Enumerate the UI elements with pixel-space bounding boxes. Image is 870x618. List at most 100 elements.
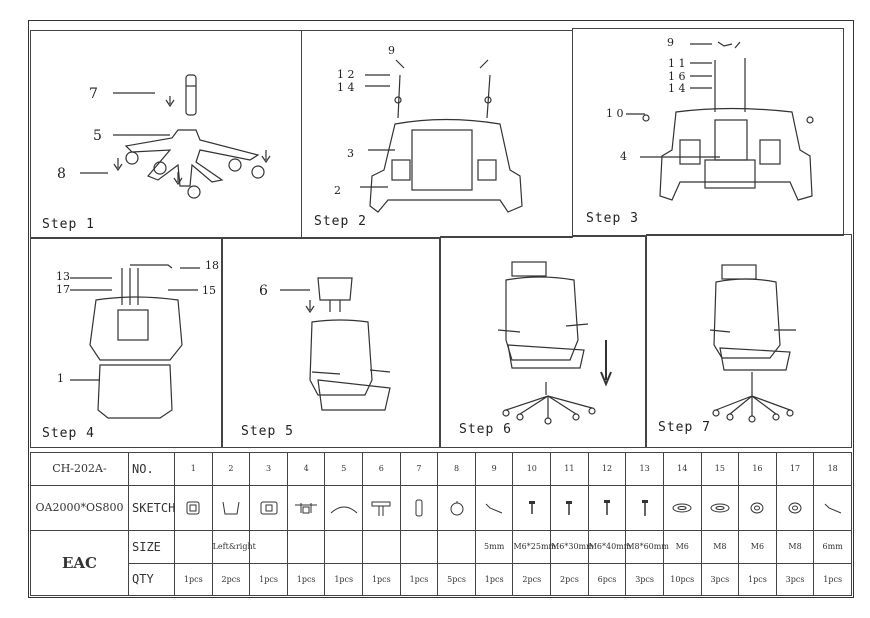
- part-size-13: M8*60mm: [625, 530, 669, 564]
- part-qty-10: 2pcs: [512, 562, 552, 596]
- part-qty-12: 6pcs: [587, 562, 627, 596]
- callout-18: 18: [205, 259, 219, 272]
- callout-16: 1 6: [668, 70, 686, 83]
- mechanism-sketch-icon: [249, 484, 288, 531]
- part-size-18: 6mm: [813, 530, 852, 564]
- seat-sketch-icon: [174, 484, 213, 531]
- lock-washer-sketch-icon: [738, 484, 777, 531]
- part-qty-1: 1pcs: [174, 562, 213, 596]
- callout-11: 1 1: [668, 57, 686, 70]
- part-size-1: [174, 530, 213, 564]
- row-label-qty: QTY: [128, 562, 175, 596]
- assembly-drawings: [70, 41, 814, 425]
- part-qty-6: 1pcs: [362, 562, 401, 596]
- part-no-1: 1: [174, 452, 213, 486]
- part-qty-7: 1pcs: [399, 562, 439, 596]
- part-qty-4: 1pcs: [286, 562, 326, 596]
- part-qty-15: 3pcs: [700, 562, 740, 596]
- part-no-3: 3: [249, 452, 288, 486]
- part-qty-16: 1pcs: [738, 562, 777, 596]
- callout-5: 5: [93, 128, 102, 144]
- part-qty-11: 2pcs: [550, 562, 589, 596]
- model-code-1: CH-202A-: [30, 452, 129, 486]
- callout-10: 1 0: [606, 107, 624, 120]
- step-3-panel: [572, 28, 844, 236]
- step-4-label: Step 4: [42, 426, 95, 441]
- callout-14b: 1 4: [668, 82, 686, 95]
- part-size-10: M6*25mm: [512, 530, 556, 564]
- part-no-9: 9: [474, 452, 514, 486]
- part-qty-5: 1pcs: [324, 562, 364, 596]
- part-size-2: Left&right: [211, 530, 256, 564]
- model-code-2: OA2000*OS800: [30, 484, 129, 531]
- step-3-chair-bottom-drawing: [626, 41, 814, 201]
- part-size-4: [286, 530, 326, 564]
- parts-row-qty: QTY 1pcs 2pcs 1pcs 1pcs 1pcs 1pcs 1pcs 5…: [31, 562, 852, 596]
- part-no-2: 2: [211, 452, 251, 486]
- step-1-base-drawing: [80, 74, 271, 199]
- part-size-9: 5mm: [474, 530, 514, 564]
- step-6-chair-drawing: [497, 261, 612, 425]
- screw-sketch-icon: [587, 484, 627, 531]
- part-size-11: M6*30mm: [550, 530, 594, 564]
- step-6-label: Step 6: [459, 422, 512, 437]
- allen-key-sketch-icon: [474, 484, 514, 531]
- part-qty-9: 1pcs: [474, 562, 514, 596]
- callout-14: 1 4: [337, 81, 355, 94]
- callout-4: 4: [620, 150, 627, 163]
- headrest-sketch-icon: [362, 484, 401, 531]
- part-size-7: [399, 530, 439, 564]
- part-no-6: 6: [362, 452, 401, 486]
- step-4-panel: [30, 238, 222, 448]
- step-7-chair-drawing: [709, 264, 796, 423]
- part-no-8: 8: [437, 452, 476, 486]
- callout-1: 1: [57, 372, 64, 385]
- part-no-5: 5: [324, 452, 364, 486]
- part-size-15: M8: [700, 530, 740, 564]
- callout-6: 6: [259, 283, 268, 299]
- row-label-size: SIZE: [128, 530, 175, 564]
- screw-sketch-icon: [512, 484, 552, 531]
- part-no-10: 10: [512, 452, 552, 486]
- part-size-17: M8: [775, 530, 815, 564]
- part-no-4: 4: [286, 452, 326, 486]
- callout-9b: 9: [667, 36, 674, 49]
- brand-code: EAC: [30, 530, 129, 596]
- part-size-8: [437, 530, 476, 564]
- part-no-15: 15: [700, 452, 740, 486]
- part-qty-3: 1pcs: [249, 562, 288, 596]
- part-no-11: 11: [550, 452, 589, 486]
- part-qty-18: 1pcs: [813, 562, 852, 596]
- callout-2: 2: [334, 184, 341, 197]
- part-size-5: [324, 530, 364, 564]
- step-5-label: Step 5: [241, 424, 294, 439]
- backrest-bracket-sketch-icon: [286, 484, 326, 531]
- callout-12: 1 2: [337, 68, 355, 81]
- step-2-label: Step 2: [314, 214, 367, 229]
- callout-13: 13: [56, 270, 70, 283]
- part-no-16: 16: [738, 452, 777, 486]
- part-qty-17: 3pcs: [775, 562, 815, 596]
- part-no-17: 17: [775, 452, 815, 486]
- lock-washer-sketch-icon: [775, 484, 815, 531]
- part-no-14: 14: [662, 452, 702, 486]
- callout-15: 15: [202, 284, 216, 297]
- step-5-headrest-drawing: [280, 277, 391, 411]
- part-qty-2: 2pcs: [211, 562, 251, 596]
- callout-9: 9: [388, 44, 395, 57]
- row-label-no: NO.: [128, 452, 175, 486]
- parts-row-no: CH-202A- NO. 1 2 3 4 5 6 7 8 9 10 11 12 …: [30, 452, 852, 486]
- part-no-7: 7: [399, 452, 439, 486]
- callout-17: 17: [56, 283, 70, 296]
- part-no-18: 18: [813, 452, 852, 486]
- callout-8: 8: [57, 166, 66, 182]
- step-7-label: Step 7: [658, 420, 711, 435]
- callout-3: 3: [347, 147, 354, 160]
- part-size-14: M6: [662, 530, 702, 564]
- caster-sketch-icon: [437, 484, 476, 531]
- part-qty-13: 3pcs: [625, 562, 664, 596]
- step-2-mechanism-drawing: [360, 59, 523, 213]
- parts-row-sketch: OA2000*OS800 SKETCH: [30, 484, 852, 531]
- step-5-panel: [222, 238, 440, 448]
